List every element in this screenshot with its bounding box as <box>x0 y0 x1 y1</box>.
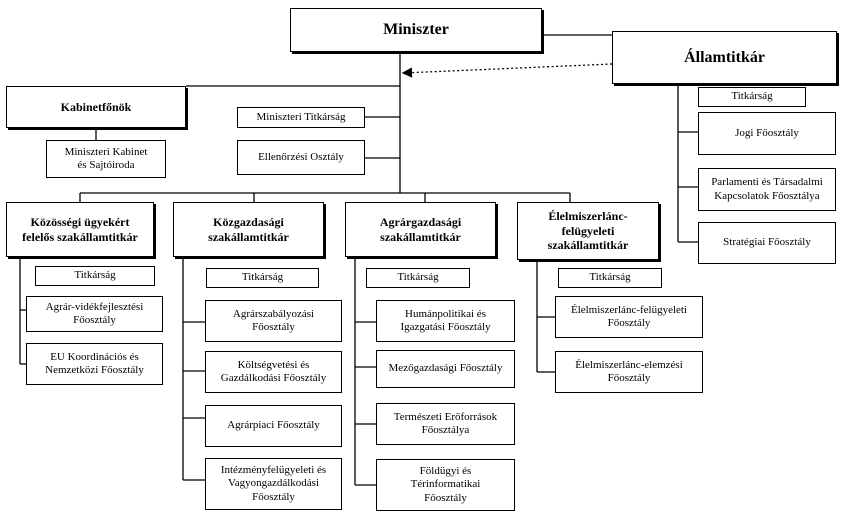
allamtitkar-box: Államtitkár <box>612 31 837 84</box>
miniszteri-titkarsag-box: Miniszteri Titkárság <box>237 107 365 128</box>
elelmiszerlanc-szakallamtitkar-box: Élelmiszerlánc- felügyeleti szakállamtit… <box>517 202 659 260</box>
ellenorzesi-osztaly-box: Ellenőrzési Osztály <box>237 140 365 175</box>
kozgazdasagi-titkarsag-box: Titkárság <box>206 268 319 288</box>
kabinetfonok-box: Kabinetfőnök <box>6 86 186 128</box>
termeszeti-eroforrasok-box: Természeti Erőforrások Főosztálya <box>376 403 515 445</box>
koltsegvetesi-box: Költségvetési és Gazdálkodási Főosztály <box>205 351 342 393</box>
agrarszabalyozasi-box: Agrárszabályozási Főosztály <box>205 300 342 342</box>
agrarpiaci-box: Agrárpiaci Főosztály <box>205 405 342 447</box>
miniszteri-kabinet-box: Miniszteri Kabinet és Sajtóiroda <box>46 140 166 178</box>
miniszter-box: Miniszter <box>290 8 542 52</box>
agrargazdasagi-titkarsag-box: Titkárság <box>366 268 470 288</box>
humanpolitikai-box: Humánpolitikai és Igazgatási Főosztály <box>376 300 515 342</box>
kozossegi-titkarsag-box: Titkárság <box>35 266 155 286</box>
foldugyi-box: Földügyi és Térinformatikai Főosztály <box>376 459 515 511</box>
elelmiszerlanc-titkarsag-box: Titkárság <box>558 268 662 288</box>
parlamenti-kapcsolatok-box: Parlamenti és Társadalmi Kapcsolatok Főo… <box>698 168 836 211</box>
agrar-videkfejlesztesi-box: Agrár-vidékfejlesztési Főosztály <box>26 296 163 332</box>
jogi-foosztaly-box: Jogi Főosztály <box>698 112 836 155</box>
strategiai-foosztaly-box: Stratégiai Főosztály <box>698 222 836 264</box>
allamtitkar-titkarsag-box: Titkárság <box>698 87 806 107</box>
intezmenyfelugyeleti-box: Intézményfelügyeleti és Vagyongazdálkodá… <box>205 458 342 510</box>
agrargazdasagi-szakallamtitkar-box: Agrárgazdasági szakállamtitkár <box>345 202 496 257</box>
eu-koordinacios-box: EU Koordinációs és Nemzetközi Főosztály <box>26 343 163 385</box>
kozgazdasagi-szakallamtitkar-box: Közgazdasági szakállamtitkár <box>173 202 324 257</box>
elelmiszerlanc-felugyeleti-foosztaly-box: Élelmiszerlánc-felügyeleti Főosztály <box>555 296 703 338</box>
mezogazdasagi-box: Mezőgazdasági Főosztály <box>376 350 515 388</box>
kozossegi-szakallamtitkar-box: Közösségi ügyekért felelős szakállamtitk… <box>6 202 154 257</box>
elelmiszerlanc-elemzesi-box: Élelmiszerlánc-elemzési Főosztály <box>555 351 703 393</box>
